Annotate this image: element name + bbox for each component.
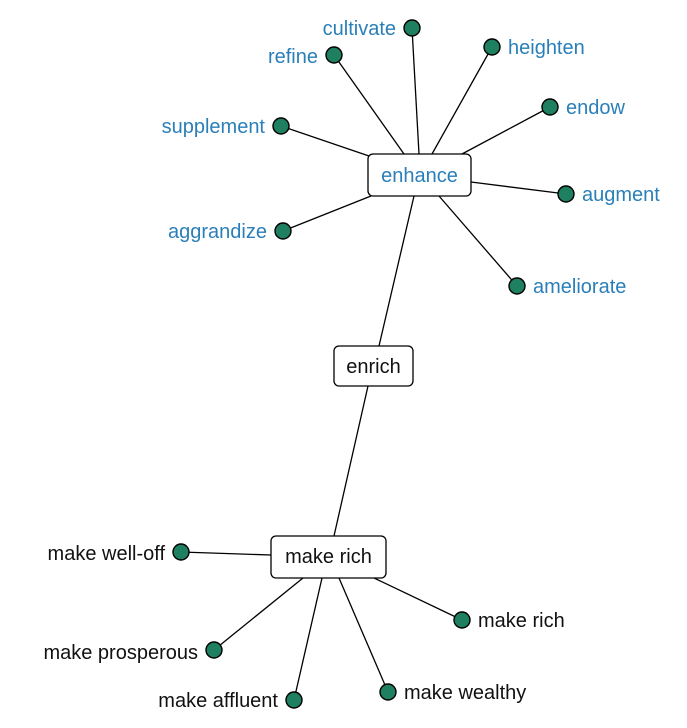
hub-enrich[interactable]: enrich	[333, 345, 414, 387]
edge-makerich-prosperous	[213, 577, 304, 651]
hub-make-rich-label: make rich	[285, 546, 372, 568]
edge-enhance-supplement	[280, 125, 370, 157]
leaf-heighten[interactable]: heighten	[483, 37, 585, 59]
leaf-dot	[379, 683, 397, 701]
leaf-label: make well-off	[48, 543, 166, 565]
edge-enhance-endow	[461, 106, 551, 155]
edge-enhance-heighten	[431, 46, 493, 155]
leaf-dot	[272, 117, 290, 135]
edge-enrich-enhance	[378, 195, 415, 347]
leaf-label: ameliorate	[533, 276, 626, 298]
leaf-ameliorate[interactable]: ameliorate	[508, 276, 626, 298]
leaf-dot	[453, 611, 471, 629]
hub-enhance[interactable]: enhance	[367, 153, 472, 197]
hub-enhance-label: enhance	[381, 165, 458, 187]
leaf-aggrandize[interactable]: aggrandize	[168, 221, 292, 243]
leaf-label: augment	[582, 184, 660, 206]
leaf-label: make affluent	[158, 690, 278, 712]
edge-enrich-make-rich	[333, 385, 369, 537]
leaf-label: supplement	[162, 116, 266, 138]
leaf-dot	[205, 641, 223, 659]
edge-makerich-makerich	[373, 577, 463, 621]
edge-makerich-affluent	[293, 577, 323, 701]
edge-enhance-refine	[333, 54, 405, 155]
leaf-dot	[483, 38, 501, 56]
leaf-dot	[403, 19, 421, 37]
leaf-dot	[285, 691, 303, 709]
leaf-cultivate[interactable]: cultivate	[323, 18, 421, 40]
leaf-label: refine	[268, 46, 318, 68]
edge-makerich-wealthy	[338, 577, 389, 693]
leaf-dot	[325, 46, 343, 64]
edge-enhance-augment	[470, 181, 567, 195]
leaf-label: aggrandize	[168, 221, 267, 243]
leaf-label: make rich	[478, 610, 565, 632]
leaf-make-affluent[interactable]: make affluent	[158, 690, 303, 712]
leaf-dot	[508, 277, 526, 295]
edge-enhance-ameliorate	[438, 195, 518, 287]
edges	[180, 27, 567, 701]
leaf-label: cultivate	[323, 18, 396, 40]
leaf-make-rich[interactable]: make rich	[453, 610, 565, 632]
leaf-make-wealthy[interactable]: make wealthy	[379, 682, 526, 704]
leaf-dot	[274, 222, 292, 240]
hub-make-rich[interactable]: make rich	[270, 535, 387, 579]
leaf-label: make wealthy	[404, 682, 526, 704]
leaf-make-prosperous[interactable]: make prosperous	[43, 641, 223, 664]
leaf-supplement[interactable]: supplement	[162, 116, 290, 138]
edge-enhance-cultivate	[411, 27, 420, 155]
leaf-dot	[557, 185, 575, 203]
edge-enhance-aggrandize	[282, 195, 372, 232]
hub-enrich-label: enrich	[346, 356, 400, 378]
edge-makerich-welloff	[180, 551, 272, 556]
leaf-augment[interactable]: augment	[557, 184, 660, 206]
leaf-dot	[172, 543, 190, 561]
leaf-label: endow	[566, 97, 625, 119]
leaf-label: heighten	[508, 37, 585, 59]
leaf-make-well-off[interactable]: make well-off	[48, 543, 190, 565]
leaf-endow[interactable]: endow	[541, 97, 625, 119]
leaf-label: make prosperous	[43, 642, 198, 664]
leaf-refine[interactable]: refine	[268, 46, 343, 68]
leaf-dot	[541, 98, 559, 116]
